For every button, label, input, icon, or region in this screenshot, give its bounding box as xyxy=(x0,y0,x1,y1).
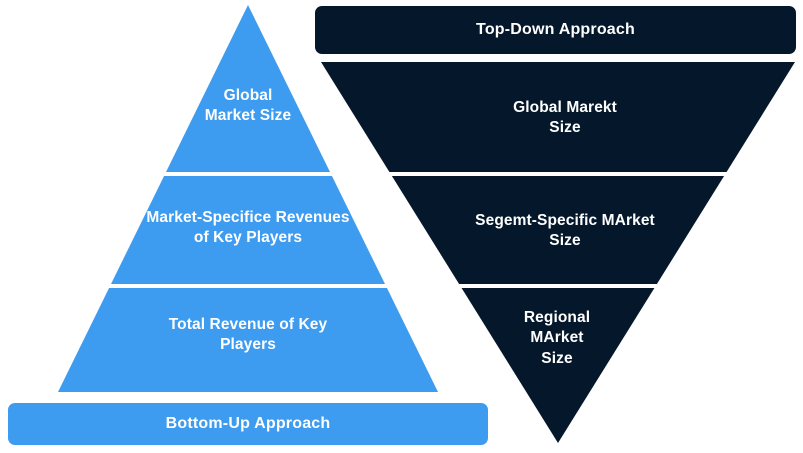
funnel-tier-global-market-size[interactable] xyxy=(0,0,803,172)
bottom-up-approach-banner[interactable]: Bottom-Up Approach xyxy=(8,403,488,445)
top-down-approach-banner[interactable]: Top-Down Approach xyxy=(315,6,796,54)
pyramid-tier-total-revenue[interactable] xyxy=(0,288,803,396)
bottom-up-approach-banner-label: Bottom-Up Approach xyxy=(165,415,331,432)
top-down-approach-banner-label: Top-Down Approach xyxy=(476,21,635,38)
